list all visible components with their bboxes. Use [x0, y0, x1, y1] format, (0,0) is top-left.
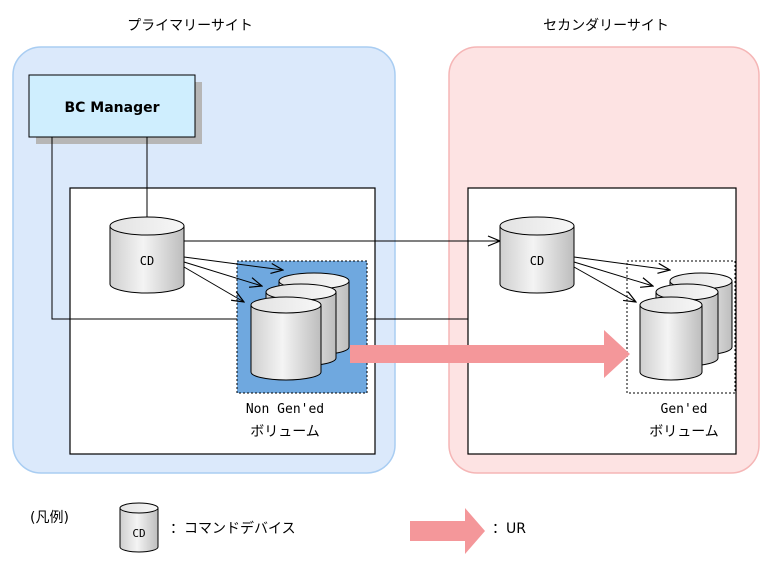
cd-to-volume-arrow-1	[183, 256, 283, 270]
cd-to-volume-arrow-2	[183, 261, 262, 286]
remote-cd-to-volume-arrow-1	[573, 256, 670, 270]
legend-cd-icon-label: CD	[132, 527, 145, 540]
primary-cd-label: CD	[140, 254, 154, 268]
legend-ur-arrow	[410, 508, 485, 554]
legend-cd-icon: CD	[119, 502, 159, 553]
ur-replication-arrow	[350, 330, 630, 378]
legend-heading: (凡例)	[30, 510, 69, 526]
bc-manager-box: BC Manager	[28, 74, 202, 144]
cd-to-volume-arrow-3	[183, 266, 244, 302]
non-gened-volume-stack	[250, 272, 350, 381]
legend: (凡例) CD ：コマンドデバイス ：UR	[30, 502, 526, 554]
secondary-site-title: セカンダリーサイト	[543, 18, 669, 34]
secondary-cd-label: CD	[530, 254, 544, 268]
gened-label-line1: Gen'ed	[661, 402, 708, 417]
legend-cd-description: ：コマンドデバイス	[170, 520, 296, 537]
primary-command-device: CD	[109, 216, 185, 294]
gened-label-line2: ボリューム	[649, 424, 719, 440]
secondary-command-device: CD	[499, 216, 575, 294]
primary-site-title: プライマリーサイト	[127, 18, 253, 34]
gened-volume-outline	[626, 260, 736, 394]
legend-ur-description: ：UR	[492, 521, 526, 537]
remote-cd-to-volume-arrow-2	[573, 261, 653, 286]
non-gened-label-line2: ボリューム	[250, 424, 320, 440]
bc-manager-label: BC Manager	[64, 100, 159, 116]
gened-volume-stack	[639, 272, 733, 381]
remote-cd-to-volume-arrow-3	[573, 266, 636, 302]
non-gened-label-line1: Non Gen'ed	[246, 402, 324, 417]
